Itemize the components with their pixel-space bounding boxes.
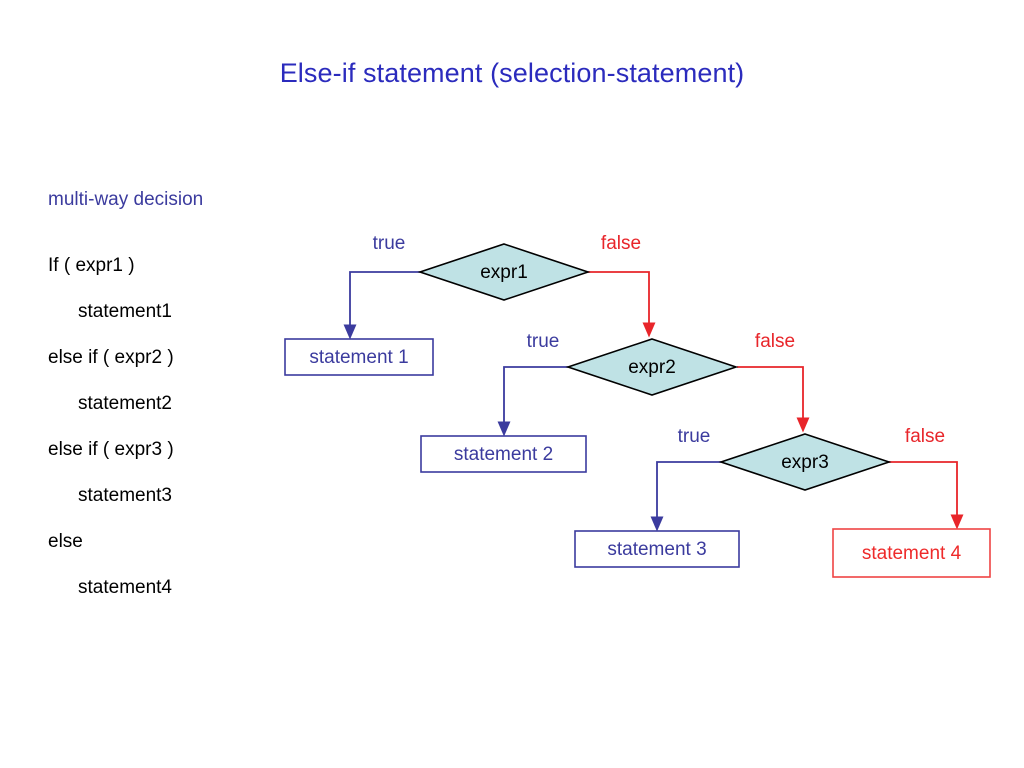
code-line: else if ( expr3 ): [48, 438, 174, 460]
code-line: statement4: [78, 576, 172, 598]
decision-label-expr2: expr2: [628, 357, 676, 378]
statement-label-statement3: statement 3: [607, 539, 706, 560]
code-line: statement3: [78, 484, 172, 506]
edge-label-expr1-true: true: [373, 233, 406, 254]
decision-diamond-expr3: [718, 433, 892, 491]
flow-edge-expr2-false: [737, 366, 810, 433]
statement-box-statement3: [574, 530, 740, 568]
code-line: else if ( expr2 ): [48, 346, 174, 368]
statement-box-statement1: [284, 338, 434, 376]
edge-label-expr1-false: false: [601, 233, 641, 254]
statement-label-statement2: statement 2: [454, 444, 553, 465]
code-line: statement1: [78, 300, 172, 322]
statement-label-statement1: statement 1: [309, 347, 408, 368]
flow-edge-expr3-false: [889, 461, 964, 530]
edge-label-expr2-false: false: [755, 331, 795, 352]
decision-diamond-expr1: [417, 243, 591, 301]
flowchart-nodes: expr1 expr2 expr3 statement 1 statement 2 sta…: [284, 243, 991, 578]
code-line: else: [48, 530, 83, 552]
flowchart-edge-labels: true false true false true false: [373, 233, 945, 447]
code-panel: multi-way decision If ( expr1 ) statement…: [48, 189, 348, 611]
flow-edge-expr1-true: [343, 271, 420, 340]
statement-box-statement4: [832, 528, 991, 578]
decision-label-expr1: expr1: [480, 262, 528, 283]
page-title: Else-if statement (selection-statement): [279, 58, 745, 88]
flow-edge-expr1-false: [588, 271, 656, 338]
code-line: If ( expr1 ): [48, 254, 135, 276]
statement-box-statement2: [420, 435, 587, 473]
edge-label-expr3-false: false: [905, 426, 945, 447]
code-listing: If ( expr1 ) statement1 else if ( expr2 ) s…: [48, 243, 348, 611]
decision-diamond-expr2: [565, 338, 739, 396]
flow-edge-expr2-true: [497, 366, 568, 437]
decision-label-expr3: expr3: [781, 452, 829, 473]
edge-label-expr2-true: true: [527, 331, 560, 352]
flow-edge-expr3-true: [650, 461, 721, 532]
code-panel-heading: multi-way decision: [48, 189, 204, 210]
code-line: statement2: [78, 392, 172, 414]
flowchart-edges: [343, 271, 964, 532]
edge-label-expr3-true: true: [678, 426, 711, 447]
statement-label-statement4: statement 4: [862, 543, 962, 564]
